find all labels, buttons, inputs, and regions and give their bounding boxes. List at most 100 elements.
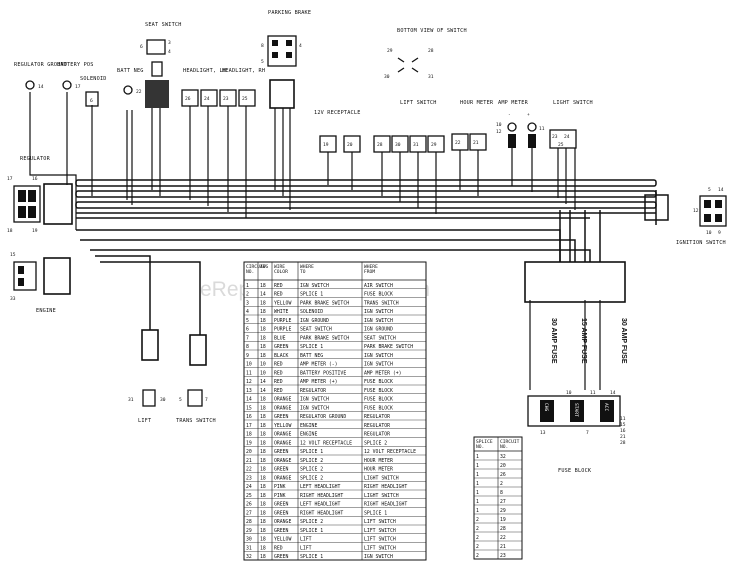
svg-text:HEADLIGHT, RH: HEADLIGHT, RH — [222, 68, 265, 74]
wire-table-header-3: TO — [300, 269, 306, 275]
svg-text:7: 7 — [205, 397, 208, 403]
svg-text:9: 9 — [718, 230, 721, 236]
svg-text:4: 4 — [299, 43, 302, 49]
wire-table-cell: 18 — [260, 405, 266, 411]
wire-table-cell: GREEN — [274, 502, 289, 508]
svg-text:HOUR METER: HOUR METER — [460, 100, 494, 106]
wire-table-cell: 2 — [246, 292, 249, 298]
svg-text:30 AMP FUSE: 30 AMP FUSE — [620, 318, 627, 364]
svg-text:5: 5 — [179, 397, 182, 403]
splice-table-cell: 2 — [476, 544, 479, 550]
svg-text:29: 29 — [431, 142, 437, 148]
wire-table-cell: BATTERY POSITIVE — [300, 370, 346, 376]
wire-table-cell: SPLICE 2 — [300, 519, 323, 525]
wire-table-cell: RED — [274, 370, 283, 376]
wire-table-cell: 18 — [260, 309, 266, 315]
splice-table-cell: 1 — [476, 499, 479, 505]
trans-switch-connector: 5 7 TRANS SWITCH — [176, 334, 216, 424]
wire-table-cell: 18 — [260, 449, 266, 455]
wire-table-cell: 15 — [246, 405, 252, 411]
wire-table-cell: GREEN — [274, 467, 289, 473]
splice-table-header-1: NO. — [500, 444, 508, 450]
wire-table-cell: SOLENOID — [300, 309, 323, 315]
hour-meter-connectors: HOUR METER 22 21 — [451, 100, 494, 151]
wire-table-cell: 12 — [246, 379, 252, 385]
wire-table-cell: WHITE — [274, 309, 289, 315]
splice-table-cell: 27 — [500, 499, 506, 505]
wire-table-cell: 14 — [260, 292, 266, 298]
svg-text:22: 22 — [136, 89, 142, 95]
wire-table-cell: REGULATOR GROUND — [300, 414, 346, 420]
svg-text:14: 14 — [718, 187, 724, 193]
svg-text:BATTERY POS: BATTERY POS — [57, 62, 94, 68]
solenoid-connector: SOLENOID 6 — [80, 76, 106, 107]
svg-text:+: + — [527, 113, 530, 118]
wire-table-cell: SPLICE 1 — [300, 528, 323, 534]
wire-table-header-1: AWG — [260, 264, 269, 270]
seat-switch: SEAT SWITCH 6 3 4 — [140, 22, 181, 108]
wire-table-cell: GREEN — [274, 344, 289, 350]
wire-table-cell: BLACK — [274, 353, 289, 359]
wire-table-cell: PINK — [274, 493, 286, 499]
wire-table-cell: 10 — [246, 362, 252, 368]
splice-table-cell: 1 — [476, 481, 479, 487]
wire-table-cell: REGULATOR — [364, 423, 390, 429]
wire-table-cell: 18 — [260, 537, 266, 543]
wire-table-cell: IGN SWITCH — [300, 405, 329, 411]
wire-table-header-4: WHERE — [364, 264, 378, 270]
splice-table-cell: 21 — [500, 544, 506, 550]
wire-table-cell: SPLICE 1 — [364, 510, 387, 516]
wire-table-cell: ENGINE — [300, 432, 317, 438]
svg-text:HEADLIGHT, LH: HEADLIGHT, LH — [183, 68, 226, 74]
wire-table-cell: FUSE BLOCK — [364, 405, 393, 411]
svg-text:25: 25 — [242, 96, 248, 102]
wire-table-cell: 12 VOLT RECEPTACLE — [300, 440, 352, 446]
wire-table-cell: 1 — [246, 283, 249, 289]
wire-table-cell: 18 — [260, 475, 266, 481]
svg-text:5: 5 — [708, 187, 711, 193]
wire-table-cell: FUSE BLOCK — [364, 379, 393, 385]
wire-table-cell: 27 — [246, 510, 252, 516]
wire-table-cell: YELLOW — [274, 300, 291, 306]
wire-table-cell: ORANGE — [274, 405, 291, 411]
svg-text:30 AMP FUSE: 30 AMP FUSE — [550, 318, 557, 364]
headlight-lh-connectors: HEADLIGHT, LH 26 24 — [181, 68, 226, 107]
svg-text:START: START — [573, 403, 579, 417]
wire-table-cell: 18 — [260, 484, 266, 490]
wire-table-cell: 18 — [260, 519, 266, 525]
svg-text:10: 10 — [566, 390, 572, 396]
svg-text:ACC: ACC — [603, 403, 609, 412]
svg-text:12V RECEPTACLE: 12V RECEPTACLE — [314, 110, 361, 116]
wire-table-cell: AMP METER (-) — [300, 362, 338, 368]
wire-table-cell: REGULATOR — [300, 388, 326, 394]
svg-text:REGULATOR GROUND: REGULATOR GROUND — [14, 62, 67, 68]
svg-text:28: 28 — [428, 48, 434, 54]
wire-table-cell: 8 — [246, 344, 249, 350]
wire-table-cell: 4 — [246, 309, 249, 315]
wire-table-cell: IGN GROUND — [300, 318, 329, 324]
wire-table-cell: 18 — [260, 458, 266, 464]
wire-table-cell: 10 — [260, 362, 266, 368]
wire-table-cell: 18 — [260, 423, 266, 429]
splice-table-cell: 2 — [476, 526, 479, 532]
wire-table-cell: RED — [274, 388, 283, 394]
svg-text:31: 31 — [128, 397, 134, 403]
svg-text:28: 28 — [620, 440, 626, 446]
wire-table-header-2: COLOR — [274, 269, 288, 275]
wire-table-cell: SPLICE 1 — [300, 449, 323, 455]
splice-table-cell: 22 — [500, 535, 506, 541]
wire-table-cell: 14 — [246, 397, 252, 403]
wire-table-cell: 12 VOLT RECEPTACLE — [364, 449, 416, 455]
wire-table-cell: RED — [274, 379, 283, 385]
wire-table-cell: 20 — [246, 449, 252, 455]
svg-text:30: 30 — [384, 74, 390, 80]
splice-table-cell: 32 — [500, 454, 506, 460]
splice-table-header-0: NO. — [476, 444, 484, 450]
svg-text:12: 12 — [693, 208, 699, 214]
wire-table-cell: AIR SWITCH — [364, 283, 393, 289]
svg-text:3: 3 — [168, 40, 171, 46]
splice-table-cell: 1 — [476, 454, 479, 460]
wire-table-cell: IGN GROUND — [364, 327, 393, 333]
svg-text:24: 24 — [564, 134, 570, 140]
